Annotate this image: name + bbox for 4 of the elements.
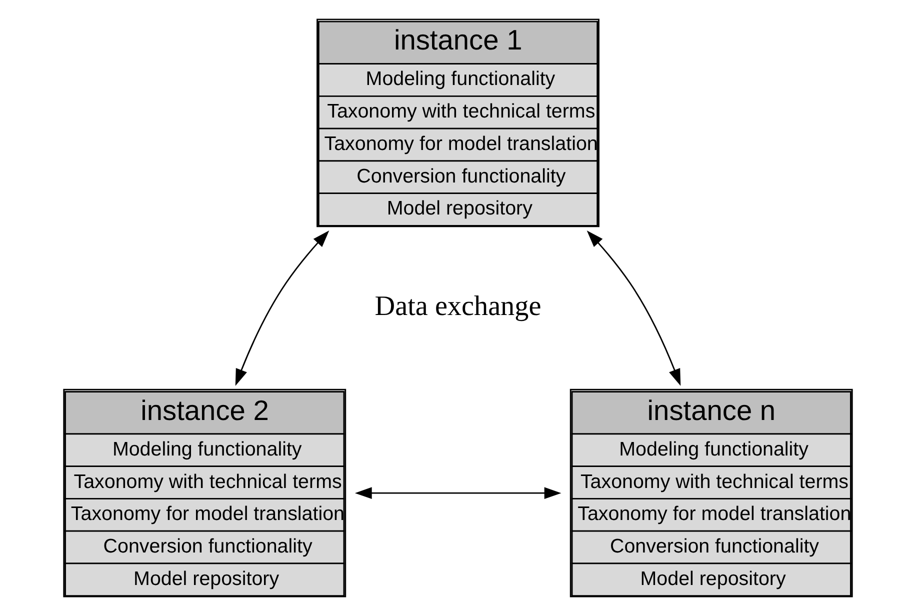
arrow [354,487,561,499]
arrow [234,230,329,386]
label: Data exchange [374,291,541,322]
arrow [586,230,680,386]
